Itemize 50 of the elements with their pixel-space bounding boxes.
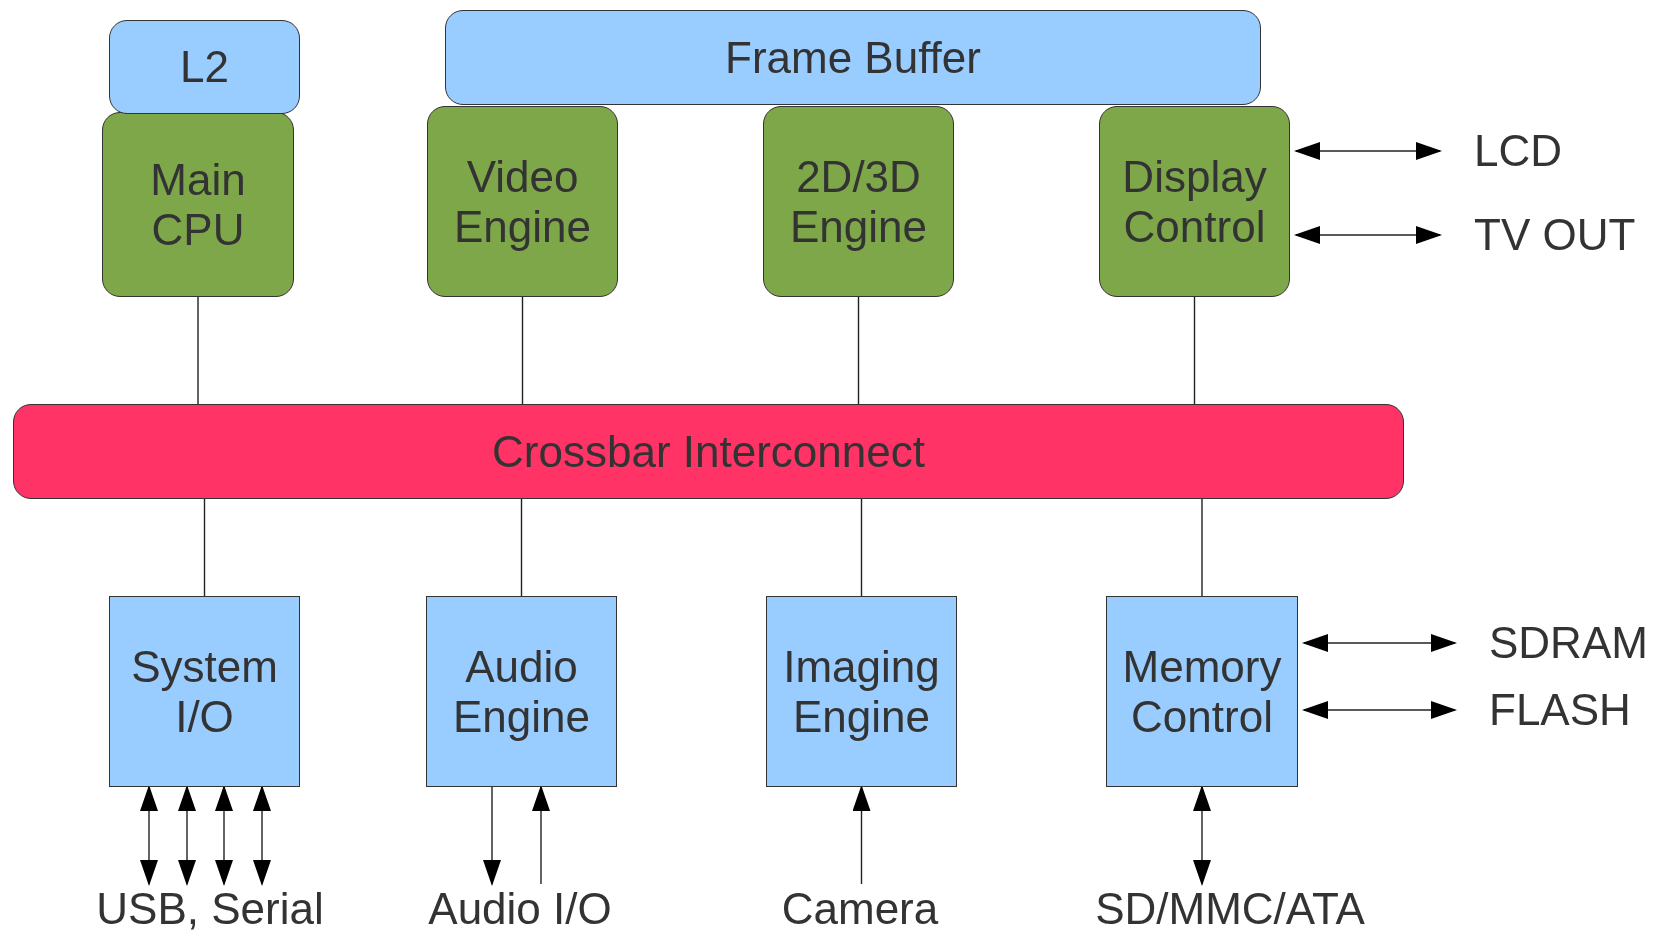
rounded-box	[1099, 106, 1290, 297]
arrow	[215, 785, 233, 886]
rounded-box	[13, 404, 1404, 499]
box-label: L2	[179, 42, 230, 92]
io-label: SDRAM	[1488, 618, 1648, 668]
bus-line	[197, 296, 199, 405]
bus-line	[1201, 498, 1203, 597]
box-label: System I/O	[130, 641, 279, 742]
box-label: Crossbar Interconnect	[491, 426, 926, 477]
arrow	[532, 785, 550, 885]
process-box	[766, 596, 957, 787]
io-label: Audio I/O	[427, 884, 613, 934]
bus-line	[857, 296, 860, 405]
arrow	[140, 785, 158, 886]
rounded-box	[102, 112, 294, 297]
bus-line	[203, 498, 206, 597]
io-label: TV OUT	[1473, 210, 1636, 260]
bus-line	[860, 498, 863, 597]
arrow	[178, 785, 196, 886]
box-label: Video Engine	[453, 151, 592, 252]
arrow	[1294, 226, 1442, 244]
io-label: SD/MMC/ATA	[1094, 884, 1366, 934]
arrow	[483, 786, 501, 886]
rounded-box	[445, 10, 1261, 105]
arrow	[1193, 785, 1211, 886]
arrow	[1294, 142, 1442, 160]
arrow	[1302, 701, 1457, 719]
bus-line	[520, 498, 523, 597]
io-label: USB, Serial	[95, 884, 325, 934]
box-label: Imaging Engine	[782, 641, 941, 742]
box-label: Memory Control	[1121, 641, 1283, 742]
bus-line	[521, 296, 524, 405]
arrow	[852, 785, 871, 885]
arrow	[1302, 634, 1457, 652]
io-label: FLASH	[1488, 685, 1631, 735]
io-label: Camera	[780, 884, 940, 934]
box-label: Display Control	[1121, 151, 1268, 252]
rounded-box	[763, 106, 954, 297]
process-box	[1106, 596, 1298, 787]
box-label: Audio Engine	[452, 641, 591, 742]
arrow	[253, 785, 271, 886]
io-label: LCD	[1473, 126, 1563, 176]
bus-line	[1193, 296, 1196, 405]
process-box	[426, 596, 617, 787]
box-label: Frame Buffer	[724, 32, 982, 83]
process-box	[109, 596, 300, 787]
box-label: 2D/3D Engine	[789, 151, 928, 252]
box-label: Main CPU	[149, 154, 247, 255]
rounded-box	[427, 106, 618, 297]
rounded-box	[109, 20, 300, 114]
